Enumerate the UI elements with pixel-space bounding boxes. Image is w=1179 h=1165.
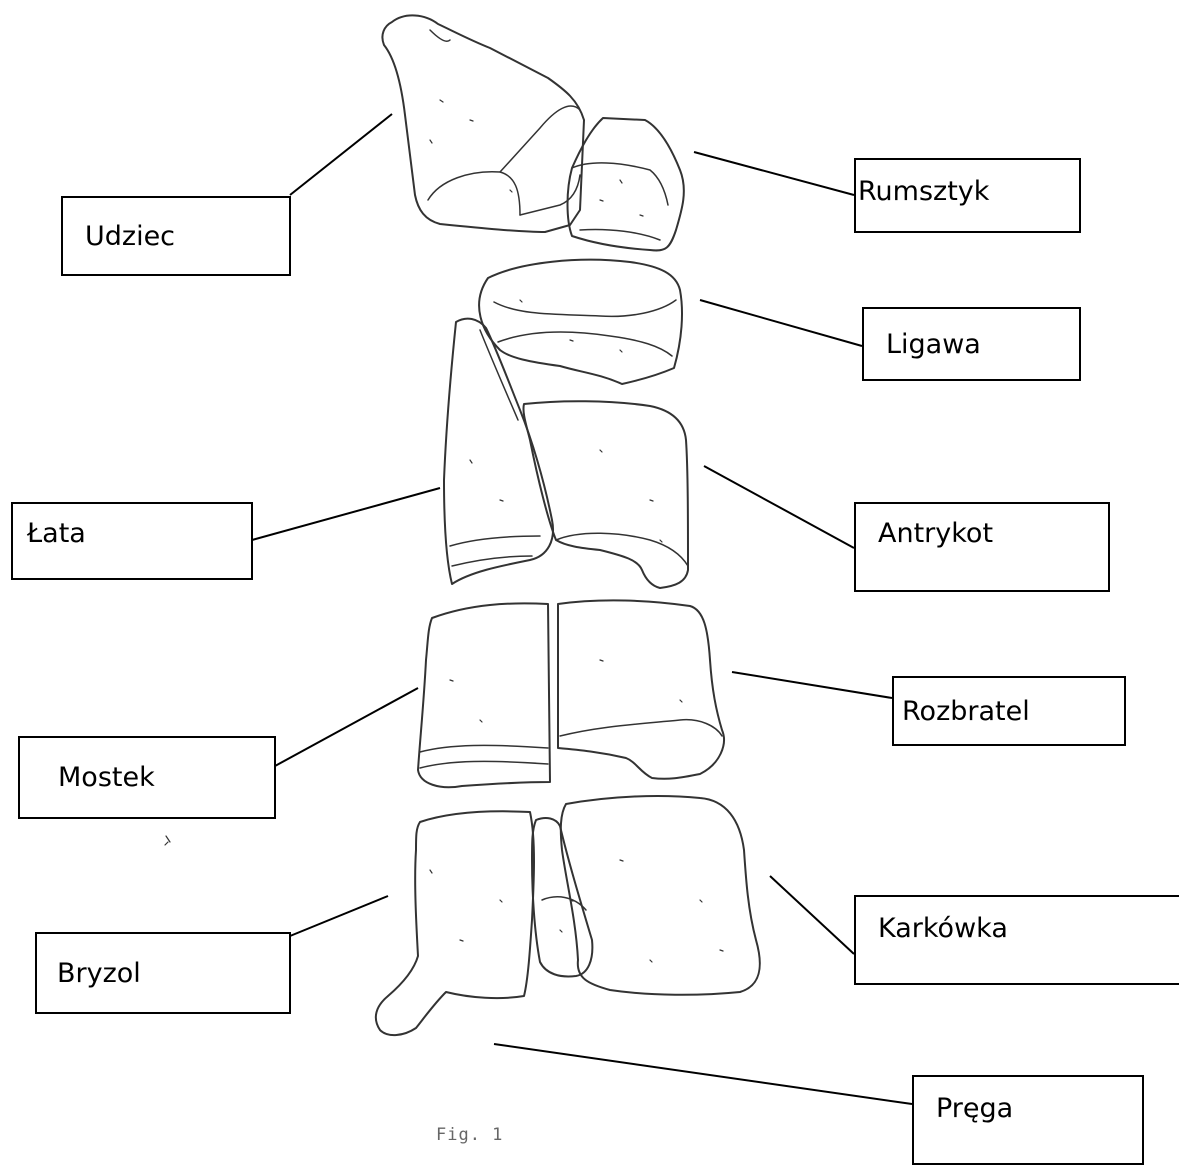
label-rumsztyk-text: Rumsztyk (858, 176, 989, 207)
label-ligawa: Ligawa (862, 307, 1081, 381)
leader-line-prega (494, 1044, 912, 1104)
label-lata-text: Łata (27, 518, 86, 549)
label-mostek: Mostek (18, 736, 276, 819)
leader-line-ligawa (700, 300, 862, 346)
leader-line-rozbratel (732, 672, 892, 698)
label-bryzol-text: Bryzol (57, 958, 141, 989)
leader-line-lata (252, 488, 440, 540)
sketch-rumsztyk (568, 118, 684, 250)
label-karkowka-text: Karkówka (878, 913, 1008, 944)
sketch-karkowka (561, 796, 760, 995)
label-mostek-text: Mostek (58, 762, 155, 793)
sketch-rozbratel (558, 600, 724, 778)
label-rozbratel-text: Rozbratel (902, 696, 1030, 727)
figure-caption: Fig. 1 (436, 1125, 503, 1145)
label-ligawa-text: Ligawa (886, 329, 981, 360)
sketch-antrykot (523, 401, 688, 588)
label-antrykot-text: Antrykot (878, 518, 993, 549)
label-bryzol: Bryzol (35, 932, 291, 1014)
leader-line-udziec (290, 114, 392, 195)
label-rumsztyk: Rumsztyk (854, 158, 1081, 233)
sketch-lata (444, 319, 553, 584)
label-lata: Łata (11, 502, 253, 580)
beef-carcass-sketch (165, 15, 760, 1035)
label-karkowka: Karkówka (854, 895, 1179, 985)
sketch-bryzol (376, 811, 534, 1035)
sketch-ligawa (479, 260, 682, 384)
label-rozbratel: Rozbratel (892, 676, 1126, 746)
leader-line-rumsztyk (694, 152, 854, 195)
leader-line-karkowka (770, 876, 854, 954)
leader-line-bryzol (290, 896, 388, 936)
leader-lines (252, 114, 912, 1104)
label-prega-text: Pręga (936, 1093, 1013, 1124)
label-udziec: Udziec (61, 196, 291, 276)
sketch-udziec (382, 15, 584, 232)
sketch-mostek (418, 603, 550, 787)
label-antrykot: Antrykot (854, 502, 1110, 592)
label-prega: Pręga (912, 1075, 1144, 1165)
leader-line-antrykot (704, 466, 854, 548)
label-udziec-text: Udziec (85, 221, 175, 252)
leader-line-mostek (275, 688, 418, 766)
